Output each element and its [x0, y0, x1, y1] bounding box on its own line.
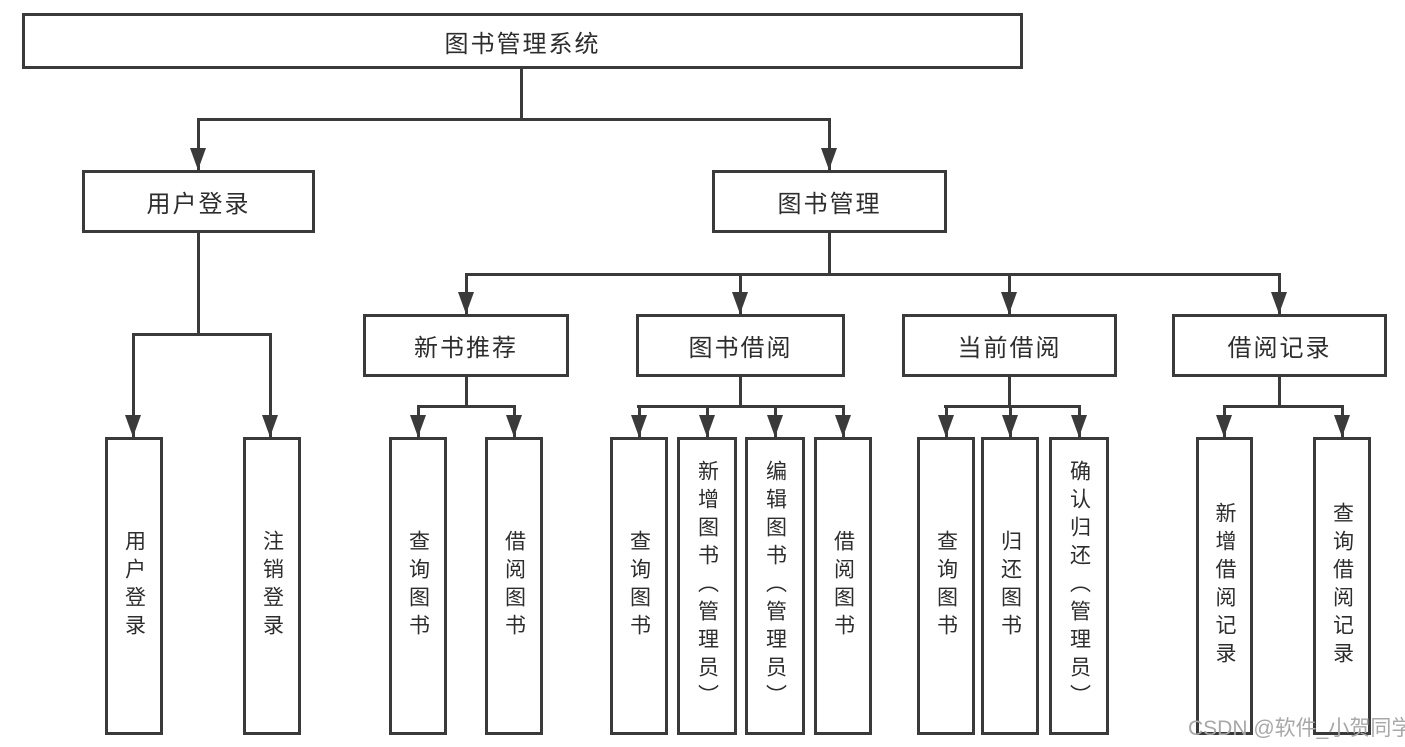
node-new-book-recommend-label: 新书推荐 — [414, 335, 518, 362]
leaf-borrow-add-admin: 新增图书（管理员） — [677, 437, 737, 735]
leaf-borrow-query-label: 查询图书 — [627, 530, 651, 642]
leaf-user-login-label: 用户登录 — [122, 530, 146, 642]
leaf-borrow-borrow: 借阅图书 — [814, 437, 872, 735]
leaf-newbooks-query-label: 查询图书 — [406, 530, 430, 642]
connector-to-book-mgmt — [828, 118, 831, 170]
leaf-borrow-borrow-label: 借阅图书 — [831, 530, 855, 642]
leaf-current-return-label: 归还图书 — [998, 530, 1022, 642]
arrow-down-icon — [1334, 415, 1350, 437]
node-borrowing-records: 借阅记录 — [1172, 314, 1387, 377]
leaf-newbooks-borrow-label: 借阅图书 — [502, 530, 526, 642]
node-root-system: 图书管理系统 — [22, 13, 1023, 69]
connector-root-stem — [520, 69, 523, 118]
arrow-down-icon — [1271, 292, 1287, 314]
connector-new-books-stem — [465, 377, 468, 408]
connector-to-login-leaf — [132, 333, 135, 437]
connector-login-rail — [132, 333, 272, 336]
leaf-current-return: 归还图书 — [981, 437, 1039, 735]
leaf-borrow-query: 查询图书 — [610, 437, 668, 735]
connector-book-mgmt-stem — [828, 233, 831, 273]
node-book-management-label: 图书管理 — [777, 191, 882, 218]
arrow-down-icon — [1216, 415, 1232, 437]
leaf-user-login: 用户登录 — [105, 437, 163, 735]
arrow-down-icon — [1071, 415, 1087, 437]
leaf-records-query: 查询借阅记录 — [1313, 437, 1371, 735]
leaf-current-confirm-admin-label: 确认归还（管理员） — [1067, 460, 1091, 712]
arrow-down-icon — [699, 415, 715, 437]
leaf-borrow-add-admin-label: 新增图书（管理员） — [695, 460, 719, 712]
connector-book-borrow-rail — [637, 405, 844, 408]
connector-level2-rail — [197, 118, 831, 121]
connector-current-borrow-stem — [1008, 377, 1011, 408]
leaf-borrow-edit-admin: 编辑图书（管理员） — [745, 437, 805, 735]
leaf-current-query: 查询图书 — [917, 437, 975, 735]
node-root-label: 图书管理系统 — [444, 30, 601, 58]
arrow-down-icon — [1001, 292, 1017, 314]
node-book-borrowing-label: 图书借阅 — [688, 335, 793, 362]
node-user-login-group-label: 用户登录 — [146, 191, 251, 218]
connector-borrow-records-stem — [1278, 377, 1281, 408]
arrow-down-icon — [125, 415, 141, 437]
arrow-down-icon — [458, 292, 474, 314]
connector-user-login-stem — [197, 233, 200, 333]
connector-book-borrow-stem — [739, 377, 742, 408]
arrow-down-icon — [821, 148, 837, 170]
connector-borrow-records-rail — [1223, 405, 1344, 408]
node-current-borrowing: 当前借阅 — [902, 314, 1117, 377]
arrow-down-icon — [410, 415, 426, 437]
connector-current-borrow-rail — [944, 405, 1081, 408]
leaf-logout: 注销登录 — [243, 437, 301, 735]
node-current-borrowing-label: 当前借阅 — [957, 335, 1062, 362]
leaf-newbooks-borrow: 借阅图书 — [485, 437, 543, 735]
arrow-down-icon — [1002, 415, 1018, 437]
arrow-down-icon — [190, 148, 206, 170]
arrow-down-icon — [506, 415, 522, 437]
connector-to-logout-leaf — [269, 333, 272, 437]
leaf-borrow-edit-admin-label: 编辑图书（管理员） — [763, 460, 787, 712]
node-user-login-group: 用户登录 — [82, 170, 315, 233]
csdn-watermark: CSDN @软件_小贺同学 — [1188, 717, 1405, 740]
node-new-book-recommend: 新书推荐 — [363, 314, 569, 377]
connector-to-user-login — [197, 118, 200, 170]
leaf-current-query-label: 查询图书 — [934, 530, 958, 642]
connector-level3-rail — [465, 273, 1280, 276]
arrow-down-icon — [631, 415, 647, 437]
node-book-borrowing: 图书借阅 — [636, 314, 845, 377]
leaf-newbooks-query: 查询图书 — [389, 437, 447, 735]
leaf-records-add: 新增借阅记录 — [1196, 437, 1253, 735]
arrow-down-icon — [262, 415, 278, 437]
arrow-down-icon — [732, 292, 748, 314]
leaf-logout-label: 注销登录 — [260, 530, 284, 642]
node-book-management: 图书管理 — [712, 170, 947, 233]
arrow-down-icon — [938, 415, 954, 437]
arrow-down-icon — [835, 415, 851, 437]
node-borrowing-records-label: 借阅记录 — [1227, 335, 1332, 362]
leaf-records-add-label: 新增借阅记录 — [1213, 502, 1236, 670]
leaf-current-confirm-admin: 确认归还（管理员） — [1049, 437, 1109, 735]
leaf-records-query-label: 查询借阅记录 — [1330, 502, 1354, 670]
arrow-down-icon — [767, 415, 783, 437]
connector-new-books-rail — [417, 405, 516, 408]
